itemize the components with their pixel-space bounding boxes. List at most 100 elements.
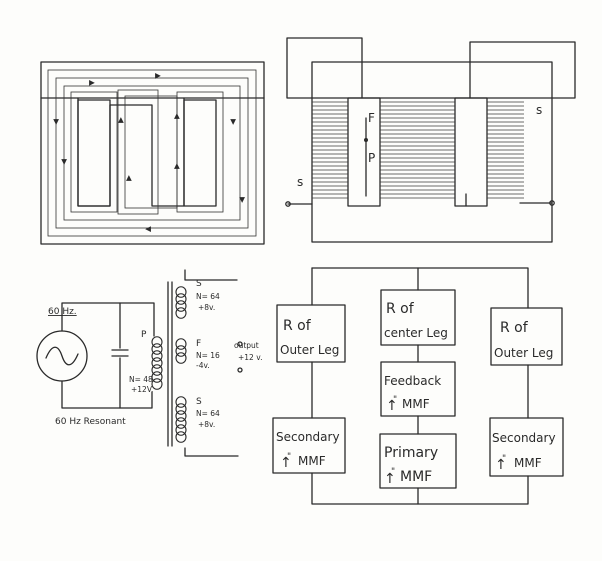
primary-coil-turn bbox=[151, 350, 163, 362]
secondary-coil-turn bbox=[175, 403, 187, 415]
winding-3-volts: +8v. bbox=[198, 420, 215, 429]
secondary-coil-turn bbox=[175, 424, 187, 436]
feedback-coil-turn bbox=[175, 338, 187, 350]
flux-loop-center-a bbox=[117, 89, 159, 215]
right-window bbox=[183, 99, 217, 207]
feedback-quote: " bbox=[393, 395, 397, 405]
left-secondary-box bbox=[272, 417, 346, 474]
right-secondary-box bbox=[489, 417, 564, 477]
flux-arrow-6: ▲ bbox=[174, 111, 180, 120]
source-bottom-wire bbox=[61, 380, 153, 409]
core-windows bbox=[77, 97, 185, 207]
primary-arrow: ↑ bbox=[384, 471, 396, 487]
flux-arrow-5: ▲ bbox=[126, 173, 132, 182]
right-reluctance-line1: R of bbox=[500, 320, 529, 336]
secondary-coil-turn bbox=[175, 396, 187, 408]
right-secondary-quote: " bbox=[502, 454, 506, 464]
feedback-arrow: ↑ bbox=[386, 398, 398, 414]
right-terminal bbox=[549, 200, 555, 206]
mmf-bottom-wire bbox=[311, 472, 529, 505]
feedback-line2: MMF bbox=[402, 397, 430, 411]
source-freq-label: 60 Hz. bbox=[48, 307, 77, 317]
left-secondary-line2: MMF bbox=[298, 454, 326, 468]
left-window bbox=[77, 99, 111, 207]
left-secondary-arrow: ↑ bbox=[280, 455, 292, 471]
secondary-bottom-wire bbox=[184, 447, 239, 457]
secondary-coil-turn bbox=[175, 293, 187, 305]
right-reluctance-box bbox=[490, 307, 563, 366]
primary-name: P bbox=[141, 330, 147, 340]
right-reluctance-line2: Outer Leg bbox=[494, 346, 553, 360]
primary-coil-turn bbox=[151, 343, 163, 355]
right-secondary-arrow: ↑ bbox=[495, 457, 507, 473]
output-volts: +12 v. bbox=[238, 353, 262, 362]
secondary-top-wire bbox=[184, 269, 238, 281]
flux-arrow-10: ▲ bbox=[143, 226, 152, 232]
right-secondary-line1: Secondary bbox=[492, 431, 556, 445]
feedback-box bbox=[380, 361, 456, 417]
feedback-coil-turn bbox=[175, 352, 187, 364]
center-reluctance-line1: R of bbox=[386, 301, 415, 317]
output-terminal-bottom bbox=[237, 367, 243, 373]
primary-coil-turn bbox=[151, 378, 163, 390]
primary-box bbox=[379, 433, 457, 489]
primary-line2: MMF bbox=[400, 469, 432, 485]
secondary-coil-turn bbox=[175, 300, 187, 312]
winding-2-turns: N= 16 bbox=[196, 351, 220, 360]
flux-arrow-11: ▲ bbox=[88, 80, 97, 86]
primary-coil-turn bbox=[151, 371, 163, 383]
flux-loop-outer bbox=[47, 69, 257, 237]
center-leg-right bbox=[454, 97, 488, 207]
flux-arrow-8: ▲ bbox=[230, 118, 236, 127]
right-bracket-wire bbox=[469, 41, 576, 99]
secondary-coil-turn bbox=[175, 410, 187, 422]
winding-lamination-hatch bbox=[312, 101, 524, 199]
winding-1-turns: N= 64 bbox=[196, 292, 220, 301]
source-top-wire bbox=[61, 302, 155, 337]
label-s-right: s bbox=[536, 103, 542, 117]
core-flux-diagram: ▲ ▲ ▲ ▲ ▲ ▲ ▲ ▲ ▲ ▲ ▲ bbox=[40, 61, 265, 245]
feedback-coil-turn bbox=[175, 345, 187, 357]
winding-3-name: S bbox=[196, 397, 202, 407]
secondary-coil-turn bbox=[175, 286, 187, 298]
output-terminal-top bbox=[237, 341, 243, 347]
secondary-coils bbox=[175, 286, 187, 443]
primary-volts: +12V. bbox=[131, 385, 153, 394]
winding-2-name: F bbox=[196, 339, 201, 349]
left-secondary-line1: Secondary bbox=[276, 430, 340, 444]
center-reluctance-line2: center Leg bbox=[384, 326, 448, 340]
flux-arrow-9: ▲ bbox=[239, 196, 245, 205]
mmf-top-wire bbox=[311, 267, 529, 309]
left-bracket-wire bbox=[286, 37, 363, 99]
flux-loop-left-inner bbox=[70, 91, 118, 213]
left-secondary-quote: " bbox=[287, 452, 291, 462]
core-outline bbox=[40, 61, 265, 245]
primary-quote: " bbox=[391, 467, 395, 477]
flux-loop-2 bbox=[55, 77, 249, 229]
label-f: F bbox=[368, 111, 375, 125]
secondary-coil-turn bbox=[175, 431, 187, 443]
winding-2-volts: -4v. bbox=[196, 361, 210, 370]
mmf-diagram: R of Outer Leg R of center Leg R of Oute… bbox=[272, 267, 564, 505]
primary-turns: N= 48 bbox=[129, 375, 153, 384]
core-winding-diagram: F P s s bbox=[285, 37, 576, 243]
left-reluctance-line2: Outer Leg bbox=[280, 343, 339, 357]
sine-icon bbox=[45, 346, 79, 366]
left-reluctance-line1: R of bbox=[283, 318, 312, 334]
secondary-coil-turn bbox=[175, 307, 187, 319]
output-label: output bbox=[234, 341, 259, 350]
right-secondary-line2: MMF bbox=[514, 456, 542, 470]
winding-1-volts: +8v. bbox=[198, 303, 215, 312]
flux-arrow-4: ▲ bbox=[118, 115, 124, 124]
tap-dot-f bbox=[364, 138, 368, 142]
primary-coil-turn bbox=[151, 357, 163, 369]
winding-1-name: S bbox=[196, 279, 202, 289]
winding-core-outline bbox=[311, 61, 553, 243]
label-p: P bbox=[368, 151, 375, 165]
winding-3-turns: N= 64 bbox=[196, 409, 220, 418]
left-reluctance-box bbox=[276, 304, 346, 363]
label-s-left: s bbox=[297, 175, 303, 189]
flux-arrow-7: ▲ bbox=[174, 161, 180, 170]
resonant-label: 60 Hz Resonant bbox=[55, 417, 126, 427]
